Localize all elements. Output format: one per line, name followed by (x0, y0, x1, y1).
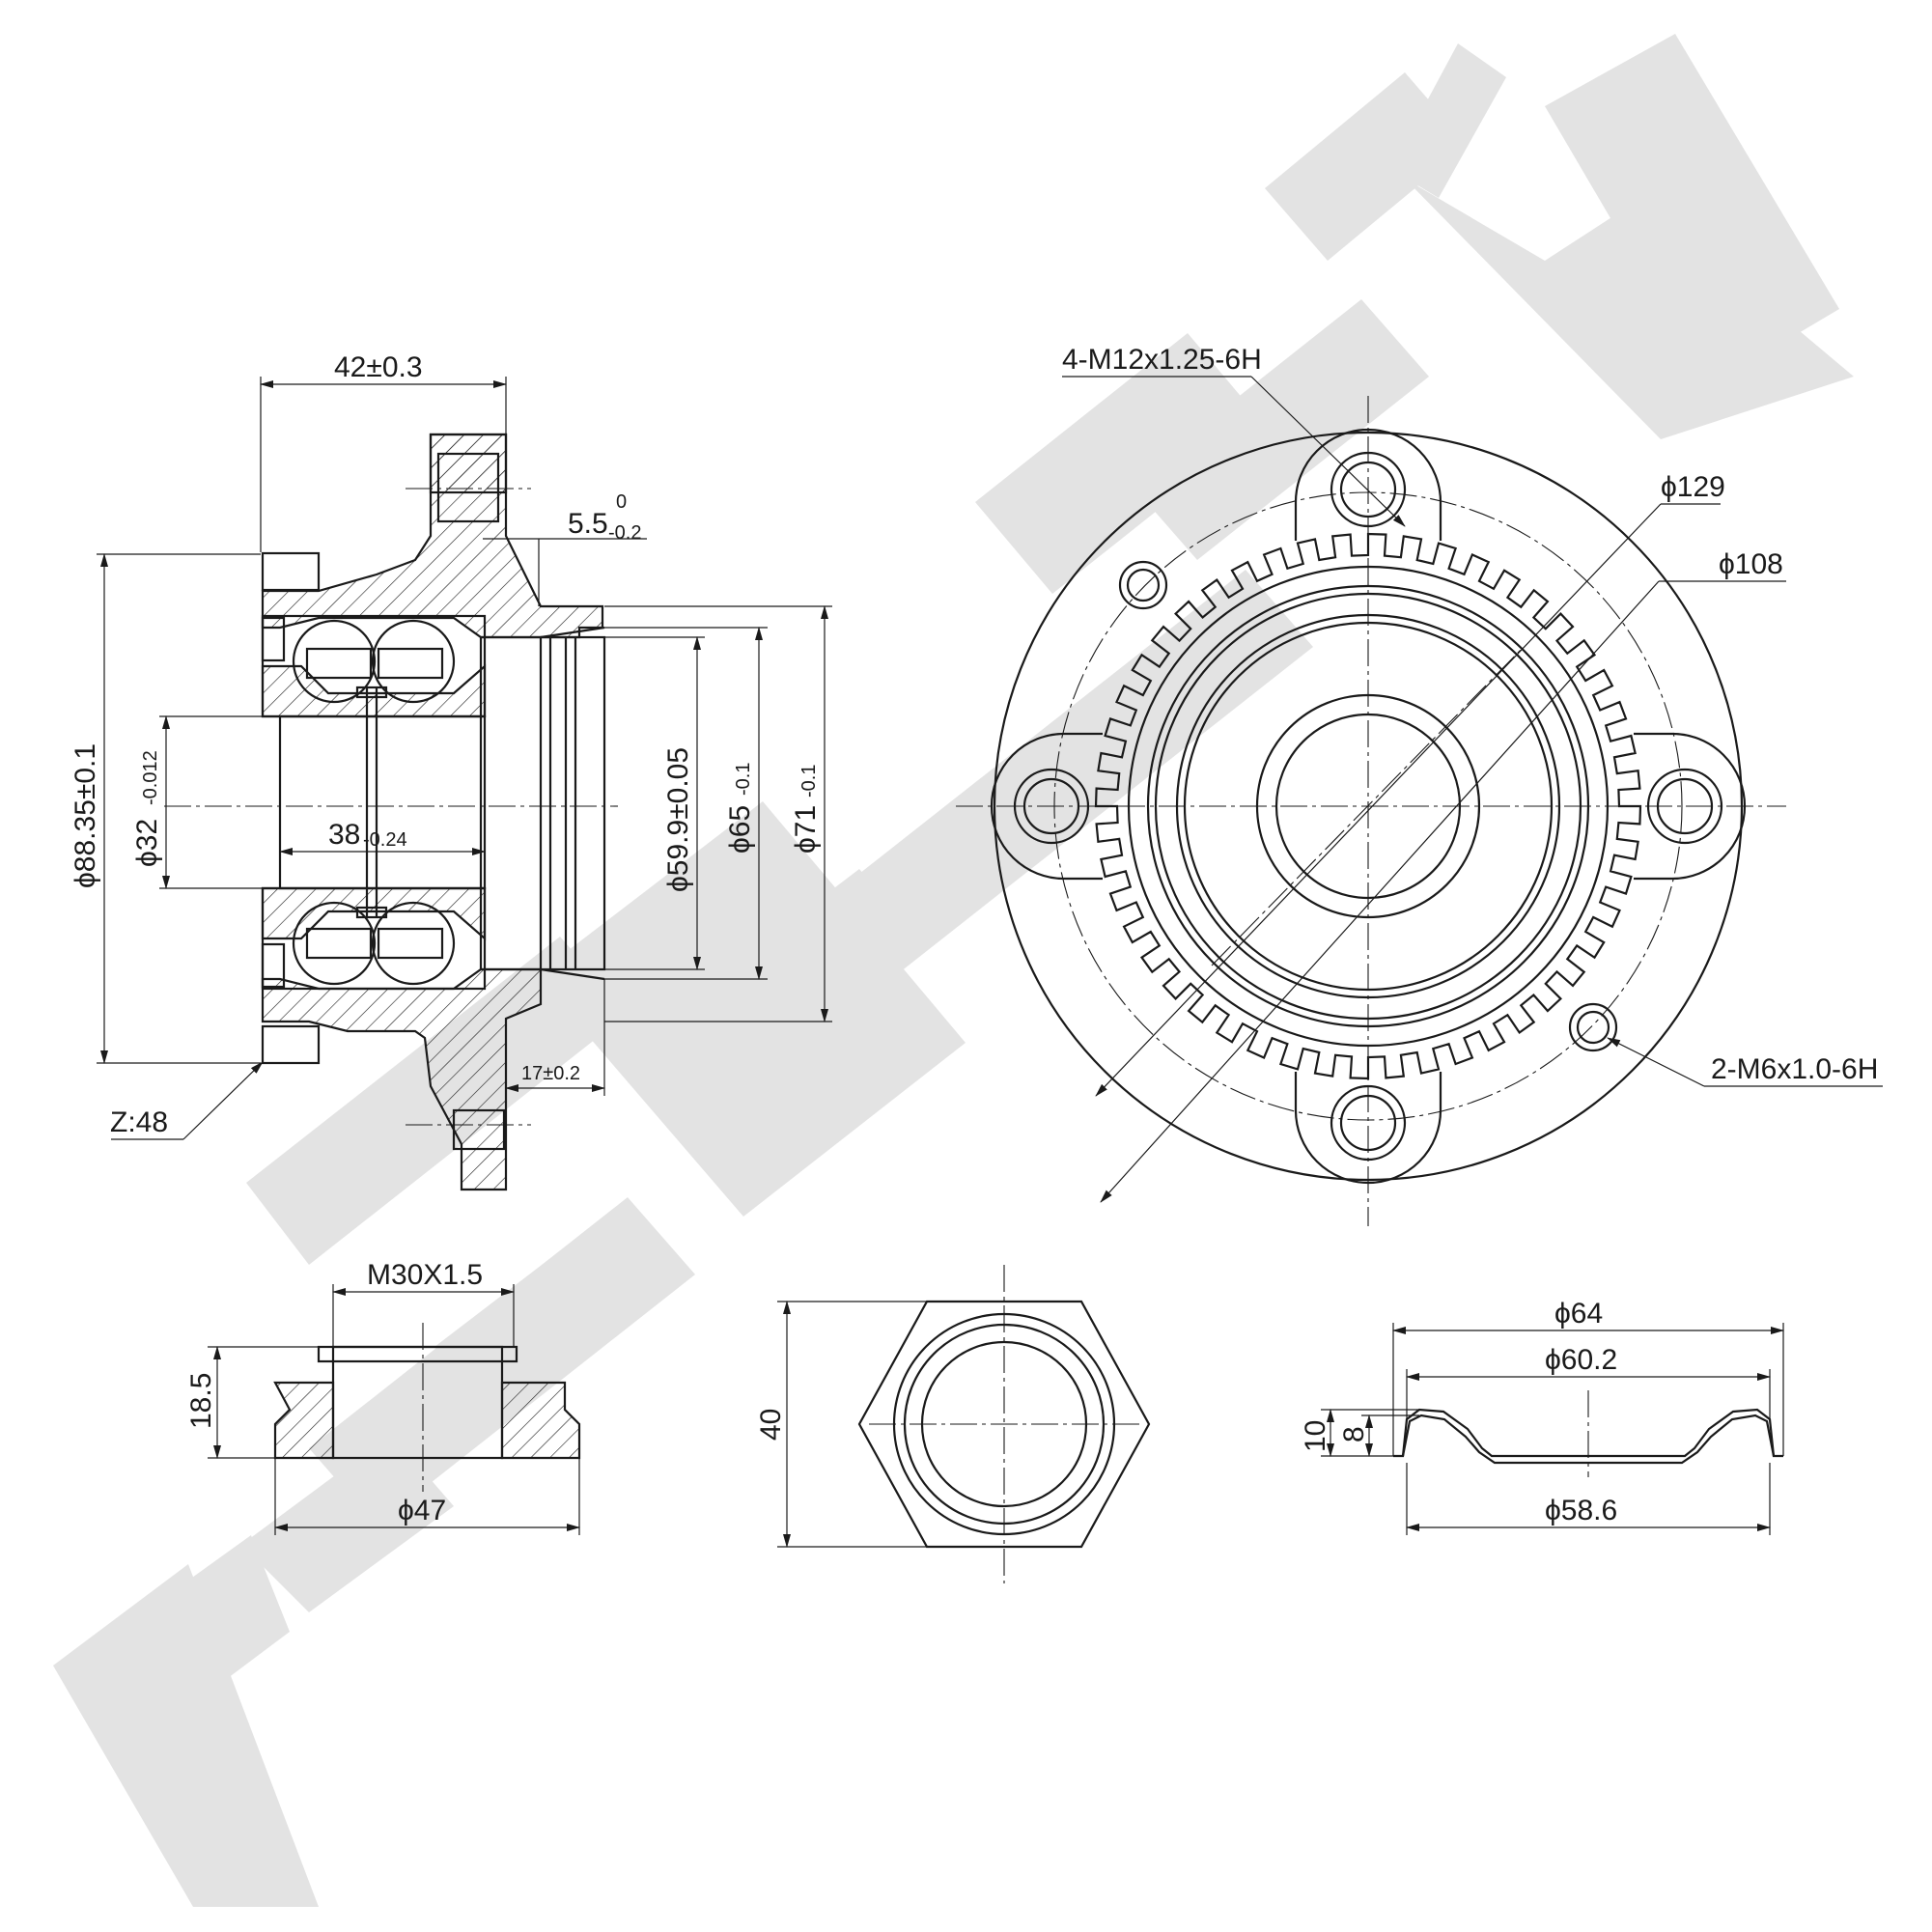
small-hole-1 (1118, 560, 1168, 610)
abs-ring-upper (261, 551, 321, 592)
hex-outline (857, 1300, 1151, 1549)
dust-cap-view: ϕ64 ϕ60.2 ϕ58.6 10 8 (1300, 1298, 1784, 1535)
nut-across-flats-label: 40 (755, 1409, 787, 1441)
cap-outer-dia-label: ϕ64 (1554, 1298, 1603, 1330)
nut-thread-label: M30X1.5 (367, 1259, 483, 1291)
nut-top-view: 40 (755, 1265, 1151, 1583)
nut-section-view: M30X1.5 18.5 ϕ47 (185, 1259, 581, 1535)
dim-bearing-width: 38 (328, 819, 360, 851)
seal-upper (261, 616, 286, 662)
spigot (479, 635, 606, 971)
dim-bearing-width-tol: -0.24 (363, 829, 407, 851)
seal-lower (261, 942, 286, 989)
cap-mid-dia-label: ϕ60.2 (1545, 1344, 1617, 1376)
cap-inner-dia-label: ϕ58.6 (1545, 1495, 1617, 1526)
nut-section-right (500, 1381, 581, 1460)
small-thread-label: 2-M6x1.0-6H (1711, 1053, 1878, 1085)
dim-hub-dia: ϕ71 (790, 805, 822, 854)
dim-width: 42±0.3 (334, 351, 423, 383)
cap-inner-height-label: 8 (1338, 1426, 1370, 1442)
dim-bore-dia-tol: -0.012 (140, 750, 161, 805)
ball-upper-left (292, 619, 377, 704)
ball-lower-left (292, 901, 377, 986)
dim-spigot-dia-tol: -0.1 (733, 763, 754, 796)
hub-section-upper (261, 433, 604, 639)
ball-lower-right (371, 901, 456, 986)
nut-flange-dia-label: ϕ47 (398, 1495, 446, 1526)
stud-thread-label: 4-M12x1.25-6H (1062, 344, 1262, 376)
dim-pilot-dia: ϕ59.9±0.05 (662, 747, 694, 892)
side-section-view: 42±0.3 5.5 0 -0.2 ϕ88.35±0.1 ϕ32 -0.012 … (70, 351, 832, 1191)
flange-upper (429, 433, 508, 494)
lug-left (990, 732, 1103, 881)
small-hole-2 (1568, 1002, 1618, 1052)
brand-watermark (53, 34, 1854, 1907)
abs-teeth-profile (1094, 532, 1642, 1080)
nut-height-label: 18.5 (185, 1373, 217, 1429)
front-view: 4-M12x1.25-6H ϕ129 ϕ108 2-M6x1.0-6H (956, 344, 1883, 1226)
dim-bore-dia: ϕ32 (131, 819, 163, 867)
cap-total-height-label: 10 (1300, 1420, 1331, 1452)
dim-spigot-dia: ϕ65 (724, 805, 756, 854)
pcd-inner-label: ϕ108 (1719, 548, 1783, 580)
pcd-outer-label: ϕ129 (1661, 471, 1725, 503)
abs-ring-lower (261, 1024, 321, 1065)
dim-spigot-len: 17±0.2 (521, 1063, 580, 1084)
abs-teeth-label: Z:48 (110, 1106, 168, 1138)
dim-flange-offset: 5.5 (568, 508, 608, 540)
dim-outer-dia: ϕ88.35±0.1 (70, 743, 101, 888)
bore (278, 714, 487, 890)
ball-upper-right (371, 619, 456, 704)
dim-flange-offset-upper: 0 (616, 491, 627, 513)
dim-flange-offset-lower: -0.2 (608, 522, 641, 544)
nut-section-left (273, 1381, 335, 1460)
dim-hub-dia-tol: -0.1 (798, 765, 820, 798)
